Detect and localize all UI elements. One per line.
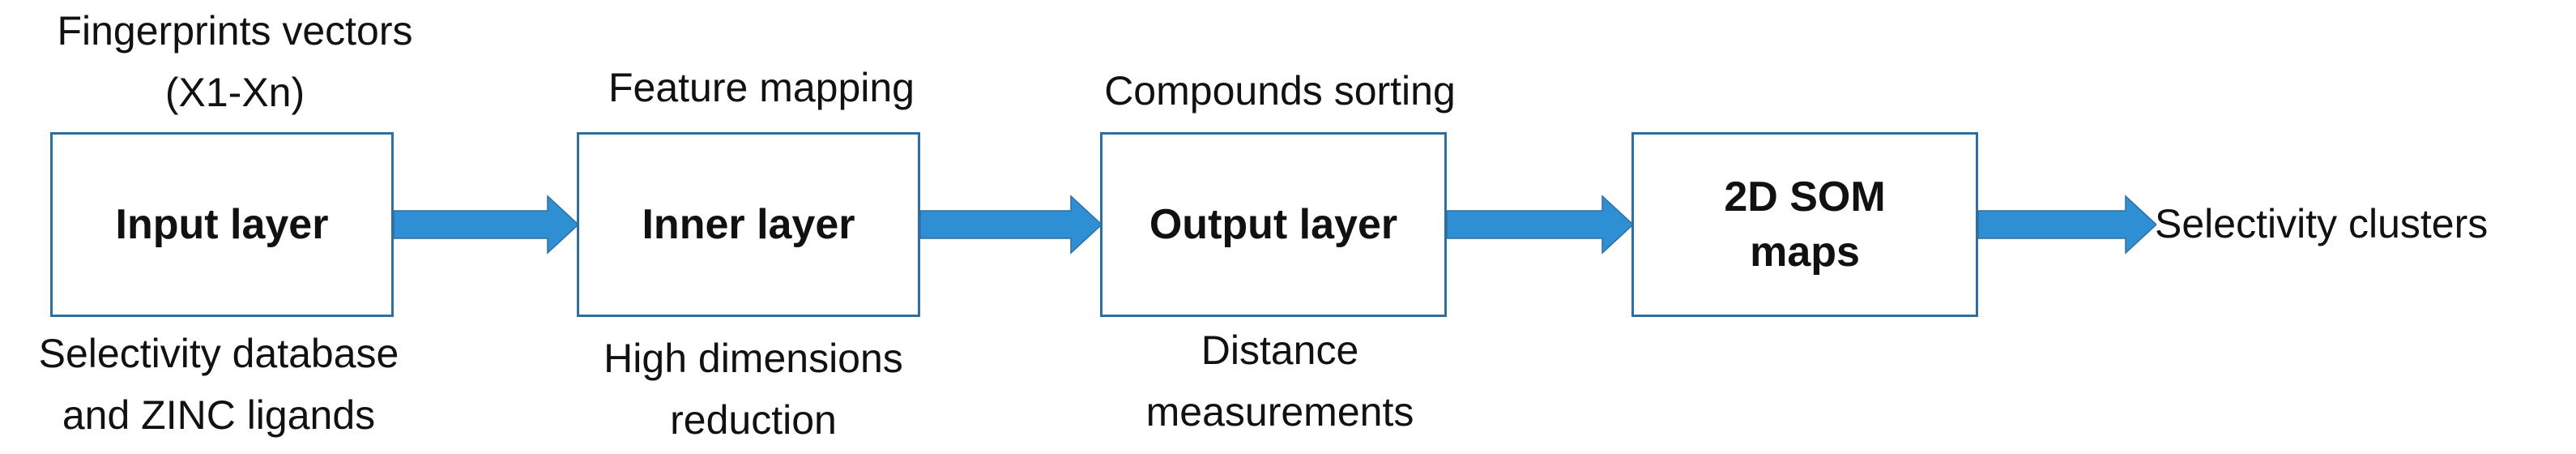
arrow-input-to-inner bbox=[394, 195, 578, 255]
arrow-inner-to-output bbox=[920, 195, 1102, 255]
arrow-output-to-som-shape bbox=[1447, 195, 1633, 255]
inner-bottom-caption: High dimensions reduction bbox=[603, 336, 903, 443]
output-layer-label: Output layer bbox=[1149, 201, 1398, 248]
input-top-caption: Fingerprints vectors (X1-Xn) bbox=[57, 8, 413, 115]
inner-layer-label: Inner layer bbox=[642, 201, 855, 248]
output-layer-box: Output layer bbox=[1100, 132, 1447, 317]
input-bottom-caption: Selectivity database and ZINC ligands bbox=[38, 331, 399, 438]
arrow-som-to-clusters bbox=[1978, 195, 2156, 255]
arrow-output-to-som bbox=[1447, 195, 1633, 255]
som-maps-box: 2D SOM maps bbox=[1631, 132, 1978, 317]
output-bottom-caption: Distance measurements bbox=[1145, 328, 1414, 435]
input-layer-label: Input layer bbox=[115, 201, 329, 248]
arrow-inner-to-output-shape bbox=[920, 195, 1102, 255]
som-maps-label: 2D SOM maps bbox=[1724, 173, 1886, 276]
inner-layer-box: Inner layer bbox=[577, 132, 920, 317]
inner-top-caption: Feature mapping bbox=[608, 65, 915, 110]
input-layer-box: Input layer bbox=[50, 132, 394, 317]
final-output-caption: Selectivity clusters bbox=[2155, 201, 2489, 246]
arrow-input-to-inner-shape bbox=[394, 195, 578, 255]
arrow-som-to-clusters-shape bbox=[1978, 195, 2156, 255]
output-top-caption: Compounds sorting bbox=[1104, 68, 1456, 114]
